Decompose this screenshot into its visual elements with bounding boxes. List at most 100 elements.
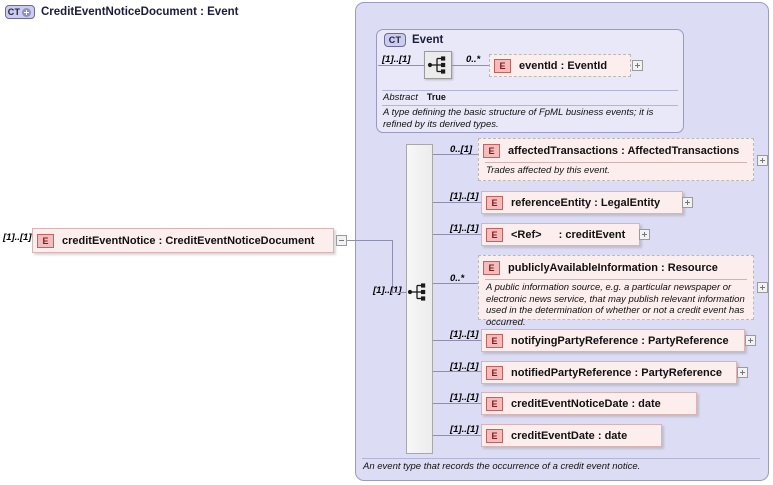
expand-toggle-referenceEntity[interactable] bbox=[682, 197, 693, 208]
basetype-cardinality: [1]..[1] bbox=[382, 54, 411, 65]
complextype-annotation-panel: An event type that records the occurrenc… bbox=[360, 458, 764, 478]
element-eventId[interactable]: E eventId : EventId bbox=[489, 54, 631, 77]
connector-line bbox=[392, 240, 393, 292]
sequence-icon-glyph bbox=[407, 283, 426, 301]
element-type: EventId bbox=[567, 59, 608, 72]
element-label: referenceEntity : LegalEntity bbox=[511, 197, 660, 209]
element-separator: : bbox=[560, 59, 565, 72]
basetype-annotation-panel: Abstract True A type defining the basic … bbox=[377, 90, 683, 132]
divider bbox=[382, 105, 678, 106]
element-name: affectedTransactions bbox=[508, 144, 619, 157]
element-badge-icon: E bbox=[486, 365, 503, 380]
divider bbox=[485, 279, 747, 280]
child-cardinality-5: [1]..[1] bbox=[450, 361, 479, 372]
element-name: creditEventNotice bbox=[62, 234, 156, 247]
connector-line bbox=[347, 240, 392, 241]
element-type: creditEvent bbox=[565, 228, 626, 241]
element-badge-icon: E bbox=[486, 227, 503, 242]
element-name: publiclyAvailableInformation bbox=[508, 261, 658, 274]
element-name: <Ref> bbox=[511, 228, 542, 241]
element-description: A public information source, e.g. a part… bbox=[486, 282, 745, 328]
element-name: referenceEntity bbox=[511, 196, 592, 209]
element-referenceEntity[interactable]: E referenceEntity : LegalEntity bbox=[481, 191, 683, 214]
element-notifyingPartyReference[interactable]: E notifyingPartyReference : PartyReferen… bbox=[481, 329, 745, 352]
element-type: date bbox=[604, 429, 628, 442]
element-publiclyAvailableInformation[interactable]: E publiclyAvailableInformation : Resourc… bbox=[478, 255, 754, 328]
child-cardinality-2: [1]..[1] bbox=[450, 223, 479, 234]
expand-toggle-notifyingPartyReference[interactable] bbox=[745, 335, 756, 346]
element-type: AffectedTransactions bbox=[627, 144, 740, 157]
child-cardinality-3: 0..* bbox=[450, 273, 465, 284]
connector-line bbox=[433, 283, 480, 284]
sequence-compositor-icon-extension[interactable] bbox=[406, 279, 434, 307]
element-label: creditEventNoticeDate : date bbox=[511, 398, 661, 410]
element-name: creditEventNoticeDate bbox=[511, 397, 629, 410]
child-cardinality-4: [1]..[1] bbox=[450, 329, 479, 340]
complextype-title: CreditEventNoticeDocument : Event bbox=[41, 6, 239, 18]
element-badge-icon: E bbox=[486, 333, 503, 348]
element-type: LegalEntity bbox=[600, 196, 661, 209]
collapse-toggle-root[interactable] bbox=[336, 235, 347, 246]
divider bbox=[362, 458, 760, 459]
element-ref-creditEvent[interactable]: E <Ref> : creditEvent bbox=[481, 223, 640, 246]
element-label: creditEventDate : date bbox=[511, 430, 627, 442]
element-separator: : bbox=[594, 196, 598, 209]
basetype-badge-label: CT bbox=[388, 35, 402, 45]
element-separator: : bbox=[641, 334, 645, 347]
element-header: E publiclyAvailableInformation : Resourc… bbox=[479, 256, 753, 279]
element-creditEventDate[interactable]: E creditEventDate : date bbox=[481, 424, 662, 447]
expand-toggle-affectedTransactions[interactable] bbox=[757, 155, 768, 166]
element-affectedTransactions[interactable]: E affectedTransactions : AffectedTransac… bbox=[478, 138, 754, 181]
element-type: CreditEventNoticeDocument bbox=[165, 234, 315, 247]
basetype-annotation-text: A type defining the basic structure of F… bbox=[383, 107, 654, 130]
element-type: PartyReference bbox=[641, 366, 722, 379]
element-badge-icon: E bbox=[486, 396, 503, 411]
basetype-badge-icon[interactable]: CT bbox=[384, 33, 406, 47]
element-name: creditEventDate bbox=[511, 429, 595, 442]
element-notifiedPartyReference[interactable]: E notifiedPartyReference : PartyReferenc… bbox=[481, 361, 737, 384]
basetype-event-box bbox=[376, 29, 684, 133]
connector-line bbox=[433, 154, 480, 155]
element-label: <Ref> : creditEvent bbox=[511, 229, 625, 241]
element-separator: : bbox=[558, 228, 563, 241]
connector-line bbox=[378, 65, 424, 66]
child-cardinality-6: [1]..[1] bbox=[450, 392, 479, 403]
element-badge-icon: E bbox=[37, 233, 54, 248]
element-badge-icon: E bbox=[486, 428, 503, 443]
element-label: publiclyAvailableInformation : Resource bbox=[508, 262, 718, 274]
sequence-compositor-icon-base[interactable] bbox=[424, 51, 452, 79]
element-badge-icon: E bbox=[494, 58, 511, 73]
expand-toggle-notifiedPartyReference[interactable] bbox=[737, 367, 748, 378]
element-type: date bbox=[638, 397, 661, 410]
plus-circle-icon[interactable] bbox=[22, 7, 32, 17]
expand-toggle-publiclyAvailableInformation[interactable] bbox=[757, 282, 768, 293]
ct-badge-label: CT bbox=[7, 7, 21, 17]
child-cardinality-1: [1]..[1] bbox=[450, 191, 479, 202]
connector-line bbox=[433, 371, 483, 372]
element-name: eventId bbox=[519, 59, 558, 72]
divider bbox=[382, 90, 678, 91]
element-badge-icon: E bbox=[486, 195, 503, 210]
element-label: eventId : EventId bbox=[519, 60, 607, 72]
element-label: creditEventNotice : CreditEventNoticeDoc… bbox=[62, 235, 314, 247]
connector-line bbox=[433, 340, 483, 341]
connector-line bbox=[433, 435, 483, 436]
element-type: Resource bbox=[667, 261, 718, 274]
element-badge-icon: E bbox=[483, 143, 500, 158]
root-element-cardinality: [1]..[1] bbox=[3, 232, 32, 243]
expand-toggle-eventId[interactable] bbox=[632, 60, 643, 71]
element-separator: : bbox=[631, 397, 636, 410]
element-creditEventNoticeDate[interactable]: E creditEventNoticeDate : date bbox=[481, 392, 697, 415]
complextype-title-row: CT CreditEventNoticeDocument : Event bbox=[5, 5, 238, 19]
element-creditEventNotice[interactable]: E creditEventNotice : CreditEventNoticeD… bbox=[32, 228, 334, 253]
element-type: PartyReference bbox=[647, 334, 729, 347]
element-badge-icon: E bbox=[483, 260, 500, 275]
connector-line bbox=[433, 202, 483, 203]
element-label: notifyingPartyReference : PartyReference bbox=[511, 335, 729, 347]
sequence-icon-glyph bbox=[427, 56, 446, 74]
element-description: Trades affected by this event. bbox=[486, 165, 610, 176]
complextype-badge-icon[interactable]: CT bbox=[5, 5, 35, 19]
element-separator: : bbox=[597, 429, 602, 442]
expand-toggle-ref-creditEvent[interactable] bbox=[639, 229, 650, 240]
element-name: notifiedPartyReference bbox=[511, 366, 632, 379]
